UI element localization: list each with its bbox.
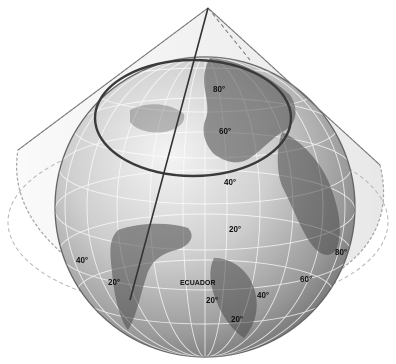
label-lat-40-left: 40°: [76, 256, 88, 265]
cone-edges: [17, 7, 381, 301]
tangent-parallel: [93, 58, 293, 178]
label-lat-20-bottom-b: 20°: [231, 315, 243, 324]
label-lat-20-bottom-a: 20°: [206, 296, 218, 305]
label-lat-40-top: 40°: [224, 178, 236, 187]
label-lat-20-top: 20°: [229, 225, 241, 234]
label-lat-60-right: 60°: [300, 275, 312, 284]
latitude-labels: 80° 60° 40° 20° 40° 20° ECUADOR 80° 60° …: [76, 85, 347, 324]
label-lat-40-bottom: 40°: [257, 291, 269, 300]
label-lat-60-top: 60°: [219, 127, 231, 136]
label-lat-80: 80°: [213, 85, 225, 94]
label-lat-20-left: 20°: [108, 278, 120, 287]
label-equator: ECUADOR: [180, 280, 215, 287]
label-lat-80-right: 80°: [335, 248, 347, 257]
